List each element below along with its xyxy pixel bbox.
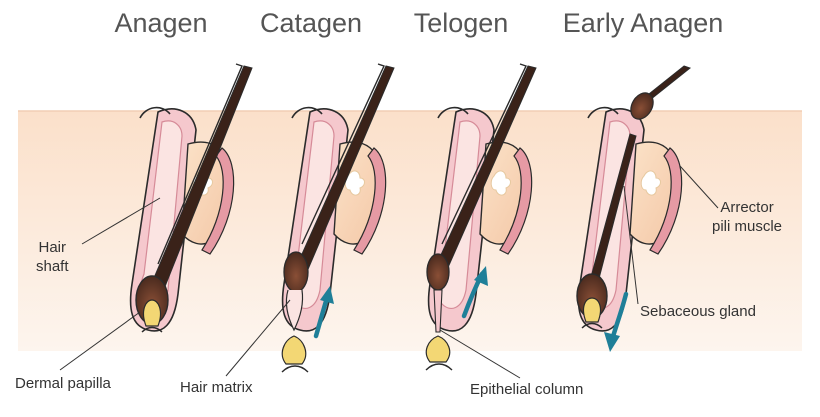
label-dermal-papilla: Dermal papilla [15,375,111,392]
leader-lines [59,165,719,379]
stage-title-telogen: Telogen [413,8,509,38]
telogen-dermal-papilla [425,335,451,363]
label-arrector-pili-muscle: Arrector pili muscle [712,199,783,235]
label-hair-shaft: Hair shaft [36,239,69,275]
label-epithelial-column: Epithelial column [470,381,584,398]
telogen-epithelial-column [433,289,443,333]
telogen-club-hair [426,253,450,291]
early-anagen-dermal-papilla [582,297,602,323]
stage-title-catagen: Catagen [259,8,363,38]
label-sebaceous-gland: Sebaceous gland [640,303,756,320]
anagen-dermal-papilla [142,299,162,327]
stage-title-early-anagen: Early Anagen [562,8,724,38]
early-anagen-follicle [576,65,692,352]
catagen-dermal-papilla [281,335,307,365]
label-hair-matrix: Hair matrix [180,379,253,396]
telogen-follicle [425,63,537,371]
anagen-follicle [129,63,253,333]
catagen-hair-bulb [283,251,309,293]
catagen-follicle [281,63,395,373]
stage-title-anagen: Anagen [114,8,208,38]
